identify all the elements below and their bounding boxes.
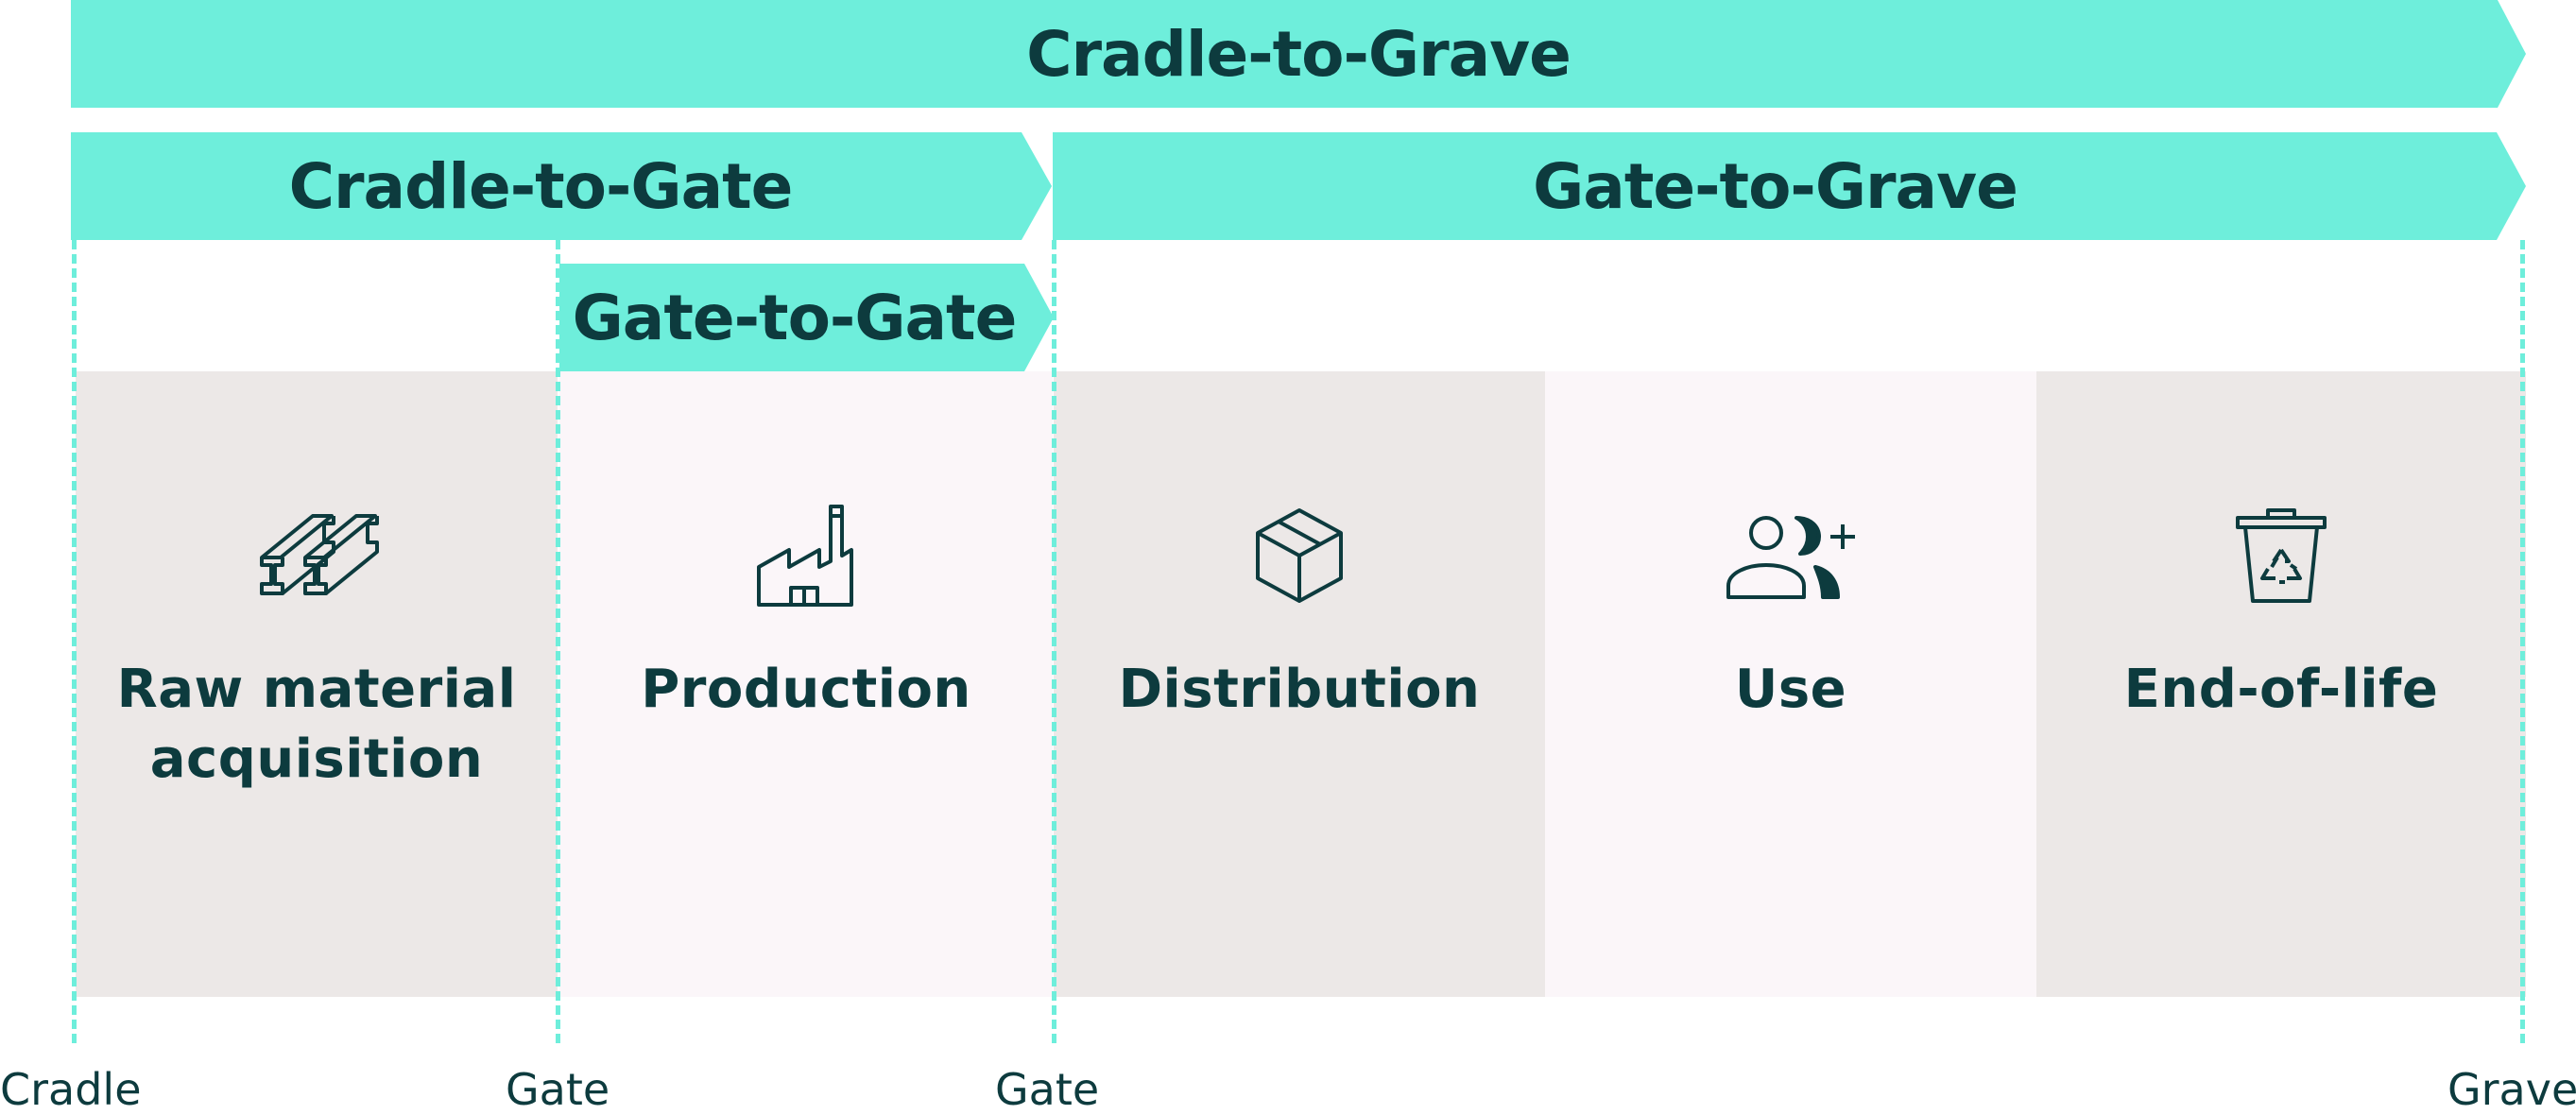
scope-cradle-to-gate: Cradle-to-Gate bbox=[71, 132, 1052, 240]
stage-end-of-life: End-of-life bbox=[2036, 371, 2526, 997]
scope-gate-to-gate: Gate-to-Gate bbox=[559, 264, 1054, 371]
stage-raw-material: Raw material acquisition bbox=[76, 371, 558, 997]
users-add-icon bbox=[1725, 494, 1857, 617]
scope-gate-to-grave: Gate-to-Grave bbox=[1053, 132, 2526, 240]
scope-gate-to-gate-label: Gate-to-Gate bbox=[572, 281, 1018, 354]
stage-label: End-of-life bbox=[2123, 659, 2439, 720]
box-icon bbox=[1233, 494, 1365, 617]
boundary-line-grave bbox=[2520, 240, 2525, 1043]
stage-label: Raw material acquisition bbox=[116, 659, 517, 790]
stage-production: Production bbox=[559, 371, 1053, 997]
stage-use: Use bbox=[1545, 371, 2036, 997]
recycling-bin-icon bbox=[2215, 494, 2347, 617]
marker-gate-1: Gate bbox=[506, 1064, 610, 1115]
marker-cradle: Cradle bbox=[0, 1064, 142, 1115]
steel-beams-icon bbox=[250, 494, 383, 617]
stage-label: Production bbox=[641, 659, 971, 720]
factory-icon bbox=[740, 494, 872, 617]
scope-cradle-to-grave-label: Cradle-to-Grave bbox=[1026, 17, 1571, 91]
boundary-line-gate-1 bbox=[556, 240, 560, 1043]
stage-label: Distribution bbox=[1118, 659, 1481, 720]
marker-grave: Grave bbox=[2447, 1064, 2576, 1115]
marker-gate-2: Gate bbox=[995, 1064, 1100, 1115]
stage-distribution: Distribution bbox=[1054, 371, 1545, 997]
scope-gate-to-grave-label: Gate-to-Grave bbox=[1533, 149, 2018, 223]
scope-cradle-to-gate-label: Cradle-to-Gate bbox=[288, 149, 794, 223]
stage-label: Use bbox=[1734, 659, 1847, 720]
scope-cradle-to-grave: Cradle-to-Grave bbox=[71, 0, 2526, 108]
boundary-line-cradle bbox=[72, 240, 77, 1043]
boundary-line-gate-2 bbox=[1052, 240, 1056, 1043]
